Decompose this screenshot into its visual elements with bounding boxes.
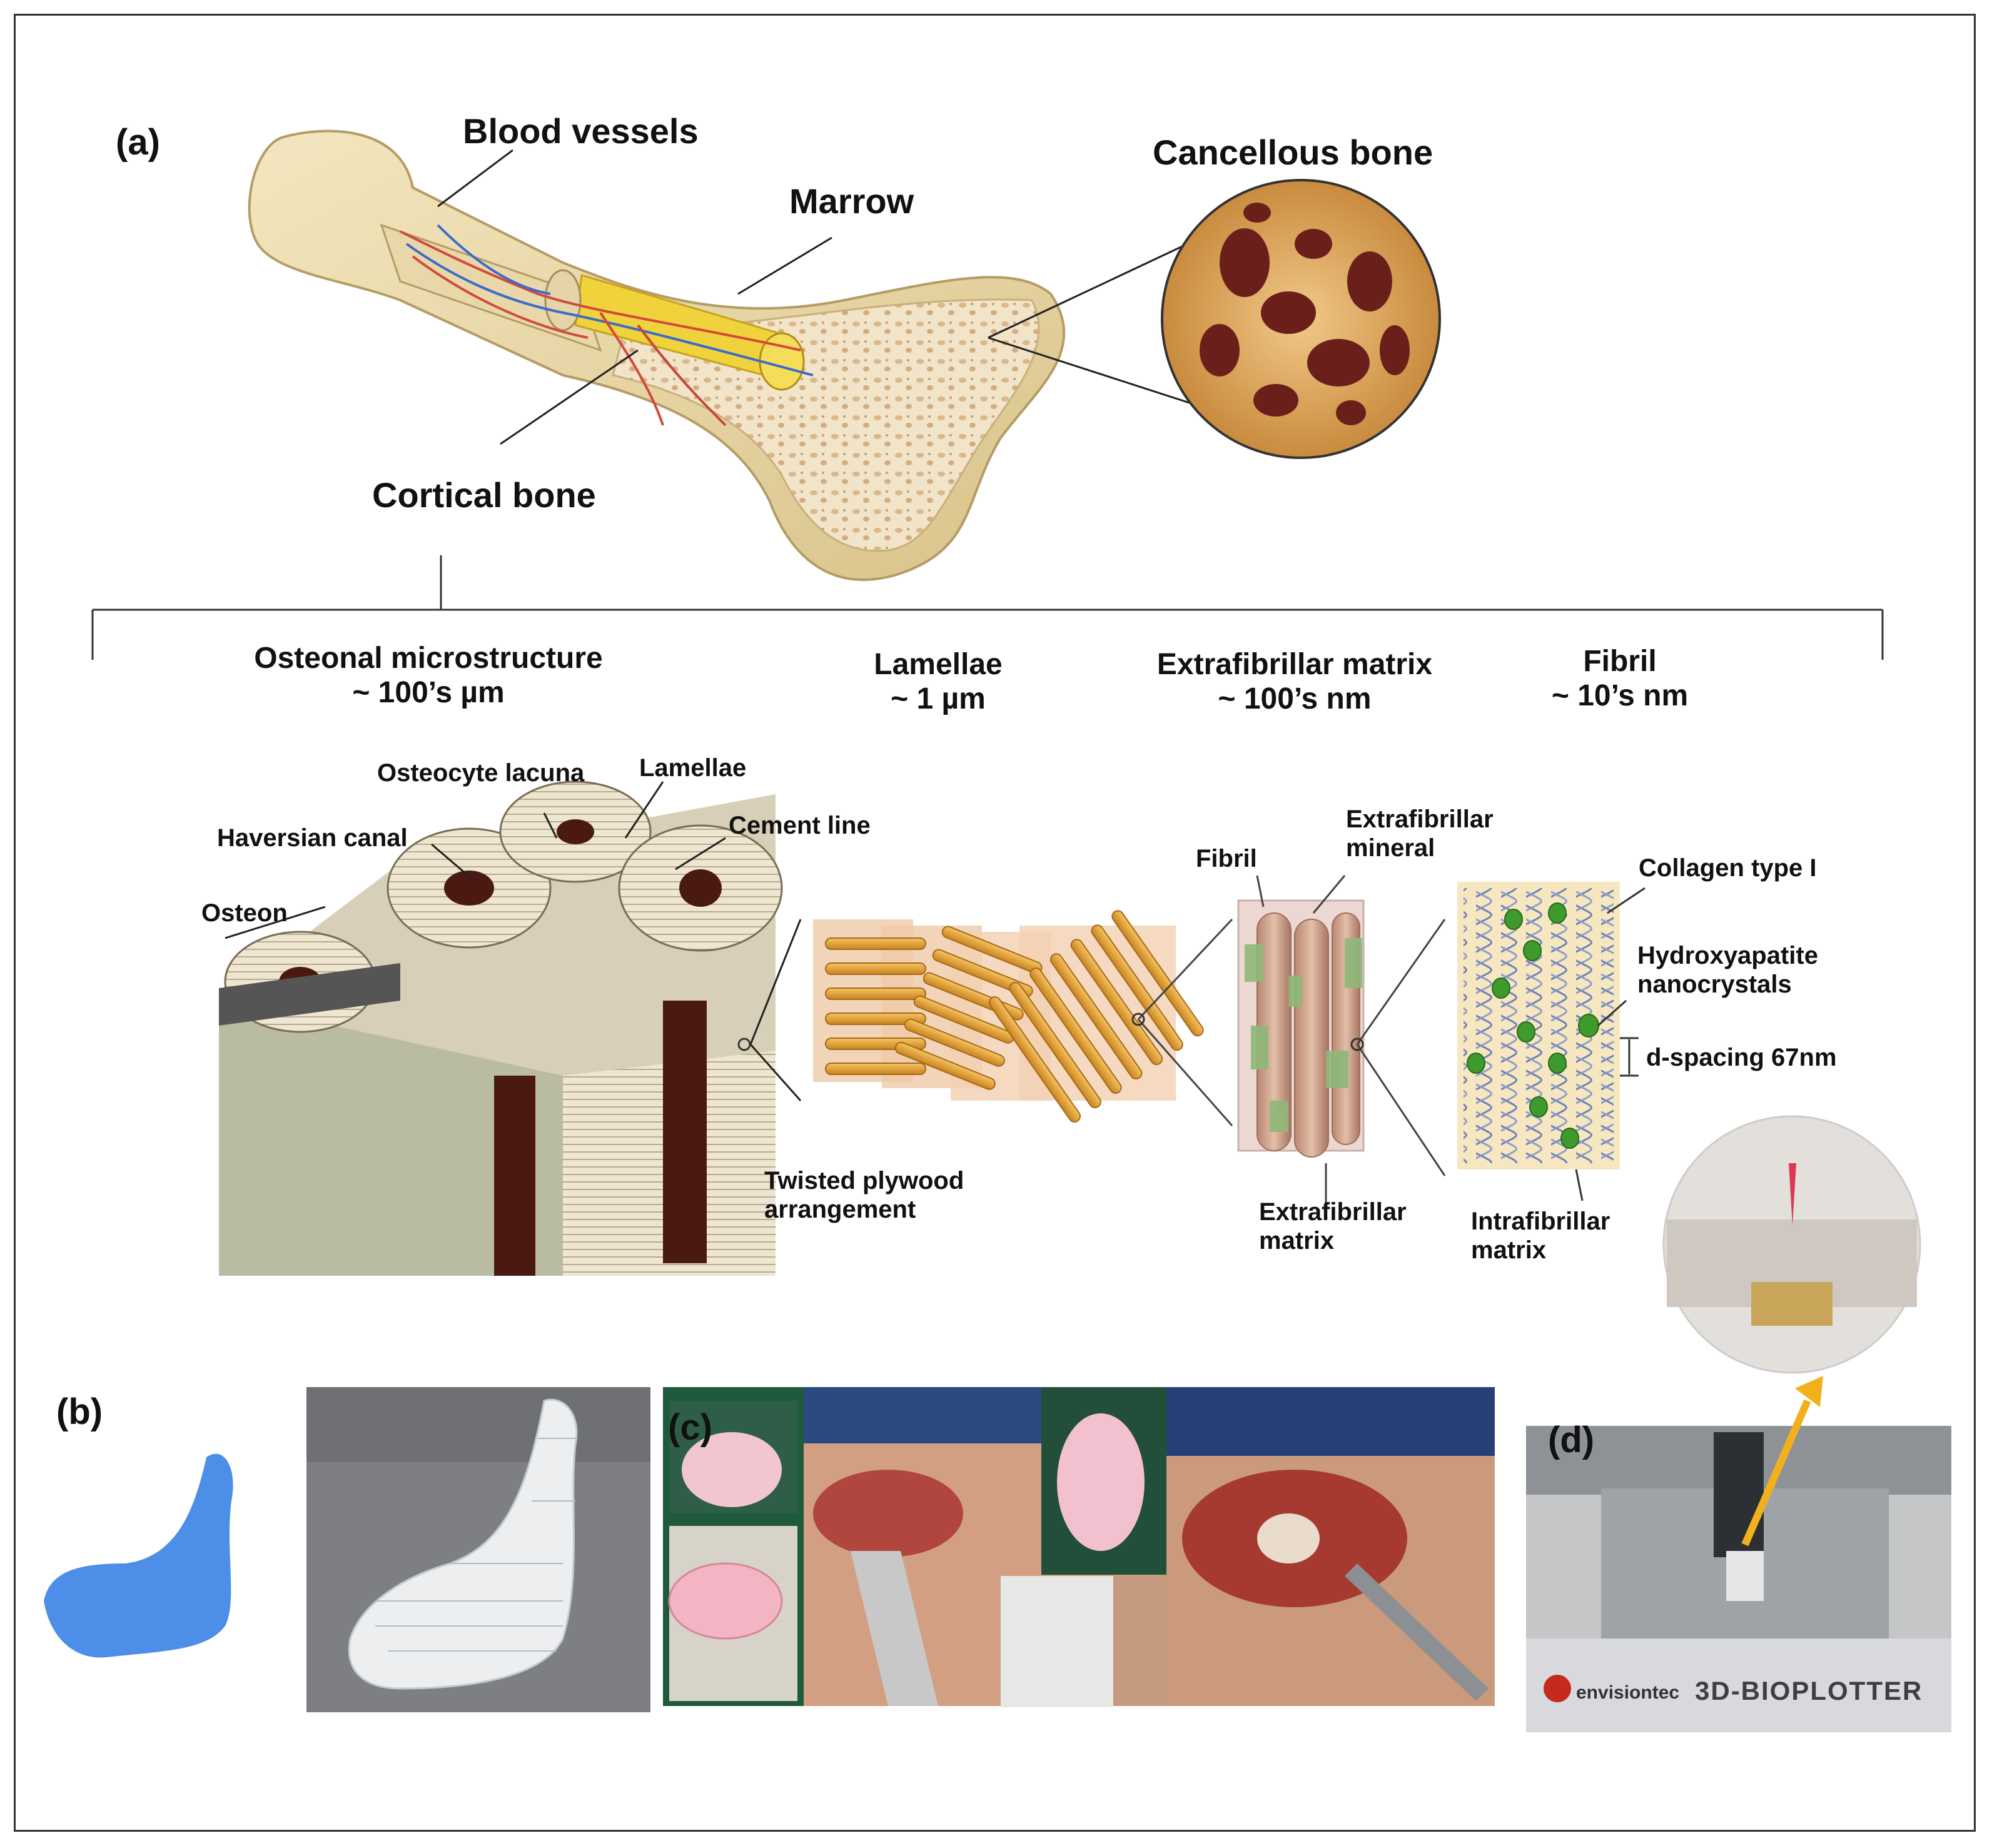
- printer-model: 3D-BIOPLOTTER: [1695, 1676, 1923, 1705]
- zoom-arrow: [1741, 1376, 1823, 1547]
- osteocyte-lacuna-label: Osteocyte lacuna: [377, 759, 585, 787]
- panel-b-label: (b): [56, 1391, 103, 1432]
- scale-osteonal-size: ~ 100’s µm: [352, 676, 505, 710]
- panel-a-label: (a): [116, 122, 160, 163]
- extrafibrillar-mineral-line1: Extrafibrillar: [1346, 805, 1494, 833]
- collagen-label: Collagen type I: [1639, 854, 1817, 882]
- cement-line-label: Cement line: [729, 812, 871, 839]
- twisted-plywood-line1: Twisted plywood: [764, 1167, 964, 1194]
- hydroxyapatite-line2: nanocrystals: [1637, 971, 1792, 998]
- scale-fibril: Fibril ~ 10’s nm: [1526, 644, 1714, 713]
- scale-fibril-name: Fibril: [1583, 645, 1657, 678]
- scale-lamellae-name: Lamellae: [874, 648, 1003, 681]
- blood-vessel-lines: [400, 224, 814, 427]
- blood-vessels-label: Blood vessels: [463, 111, 699, 151]
- mandible-model: [44, 1453, 233, 1658]
- cancellous-bone-label: Cancellous bone: [1153, 133, 1433, 172]
- extrafibrillar-matrix-block: [1237, 875, 1446, 1213]
- figure-frame: [14, 14, 1976, 1832]
- fibril-label: Fibril: [1196, 845, 1257, 872]
- osteonal-block: [219, 780, 802, 1276]
- bioplotter-photo: [1526, 1426, 1951, 1732]
- lamellae-label: Lamellae: [639, 754, 747, 782]
- osteon-label: Osteon: [201, 899, 288, 927]
- extrafibrillar-mineral-line2: mineral: [1346, 834, 1435, 862]
- scale-osteonal: Osteonal microstructure ~ 100’s µm: [244, 641, 613, 710]
- bioplotter-zoom-circle: [1662, 1115, 1921, 1374]
- fibril-collagen-panel: [1457, 882, 1646, 1201]
- lamellae-plywood: [813, 910, 1233, 1126]
- printer-brand: envisiontec: [1576, 1682, 1680, 1703]
- intrafibrillar-matrix-label: Intrafibrillar matrix: [1471, 1207, 1610, 1265]
- intrafibrillar-matrix-line2: matrix: [1471, 1236, 1547, 1264]
- marrow-label: Marrow: [789, 181, 914, 221]
- extrafibrillar-matrix-label: Extrafibrillar matrix: [1259, 1198, 1407, 1255]
- intrafibrillar-matrix-line1: Intrafibrillar: [1471, 1208, 1610, 1235]
- scale-extrafibrillar: Extrafibrillar matrix ~ 100’s nm: [1138, 647, 1451, 716]
- d-spacing-label: d-spacing 67nm: [1646, 1044, 1837, 1071]
- panel-d-label: (d): [1548, 1420, 1595, 1460]
- scale-lamellae-size: ~ 1 µm: [891, 682, 986, 716]
- extrafibrillar-matrix-line2: matrix: [1259, 1227, 1335, 1255]
- cortical-bone-label: Cortical bone: [372, 475, 596, 515]
- scale-lamellae: Lamellae ~ 1 µm: [838, 647, 1038, 716]
- cancellous-bone-closeup: [1161, 179, 1441, 459]
- long-bone-illustration: [248, 129, 1201, 582]
- twisted-plywood-line2: arrangement: [764, 1196, 916, 1223]
- extrafibrillar-mineral-label: Extrafibrillar mineral: [1346, 805, 1494, 862]
- hydroxyapatite-line1: Hydroxyapatite: [1637, 942, 1818, 969]
- twisted-plywood-label: Twisted plywood arrangement: [764, 1166, 964, 1224]
- scale-extrafibrillar-size: ~ 100’s nm: [1218, 682, 1372, 716]
- scale-bracket: [91, 555, 1884, 660]
- surgery-photo-collage: [663, 1387, 1495, 1707]
- scale-fibril-size: ~ 10’s nm: [1551, 679, 1689, 713]
- scale-extrafibrillar-name: Extrafibrillar matrix: [1156, 648, 1433, 681]
- haversian-canal-label: Haversian canal: [217, 824, 408, 852]
- extrafibrillar-matrix-line1: Extrafibrillar: [1259, 1198, 1407, 1226]
- printed-scaffold-photo: [306, 1387, 650, 1712]
- scale-osteonal-name: Osteonal microstructure: [254, 642, 603, 675]
- hydroxyapatite-label: Hydroxyapatite nanocrystals: [1637, 941, 1818, 999]
- panel-c-label: (c): [668, 1407, 712, 1448]
